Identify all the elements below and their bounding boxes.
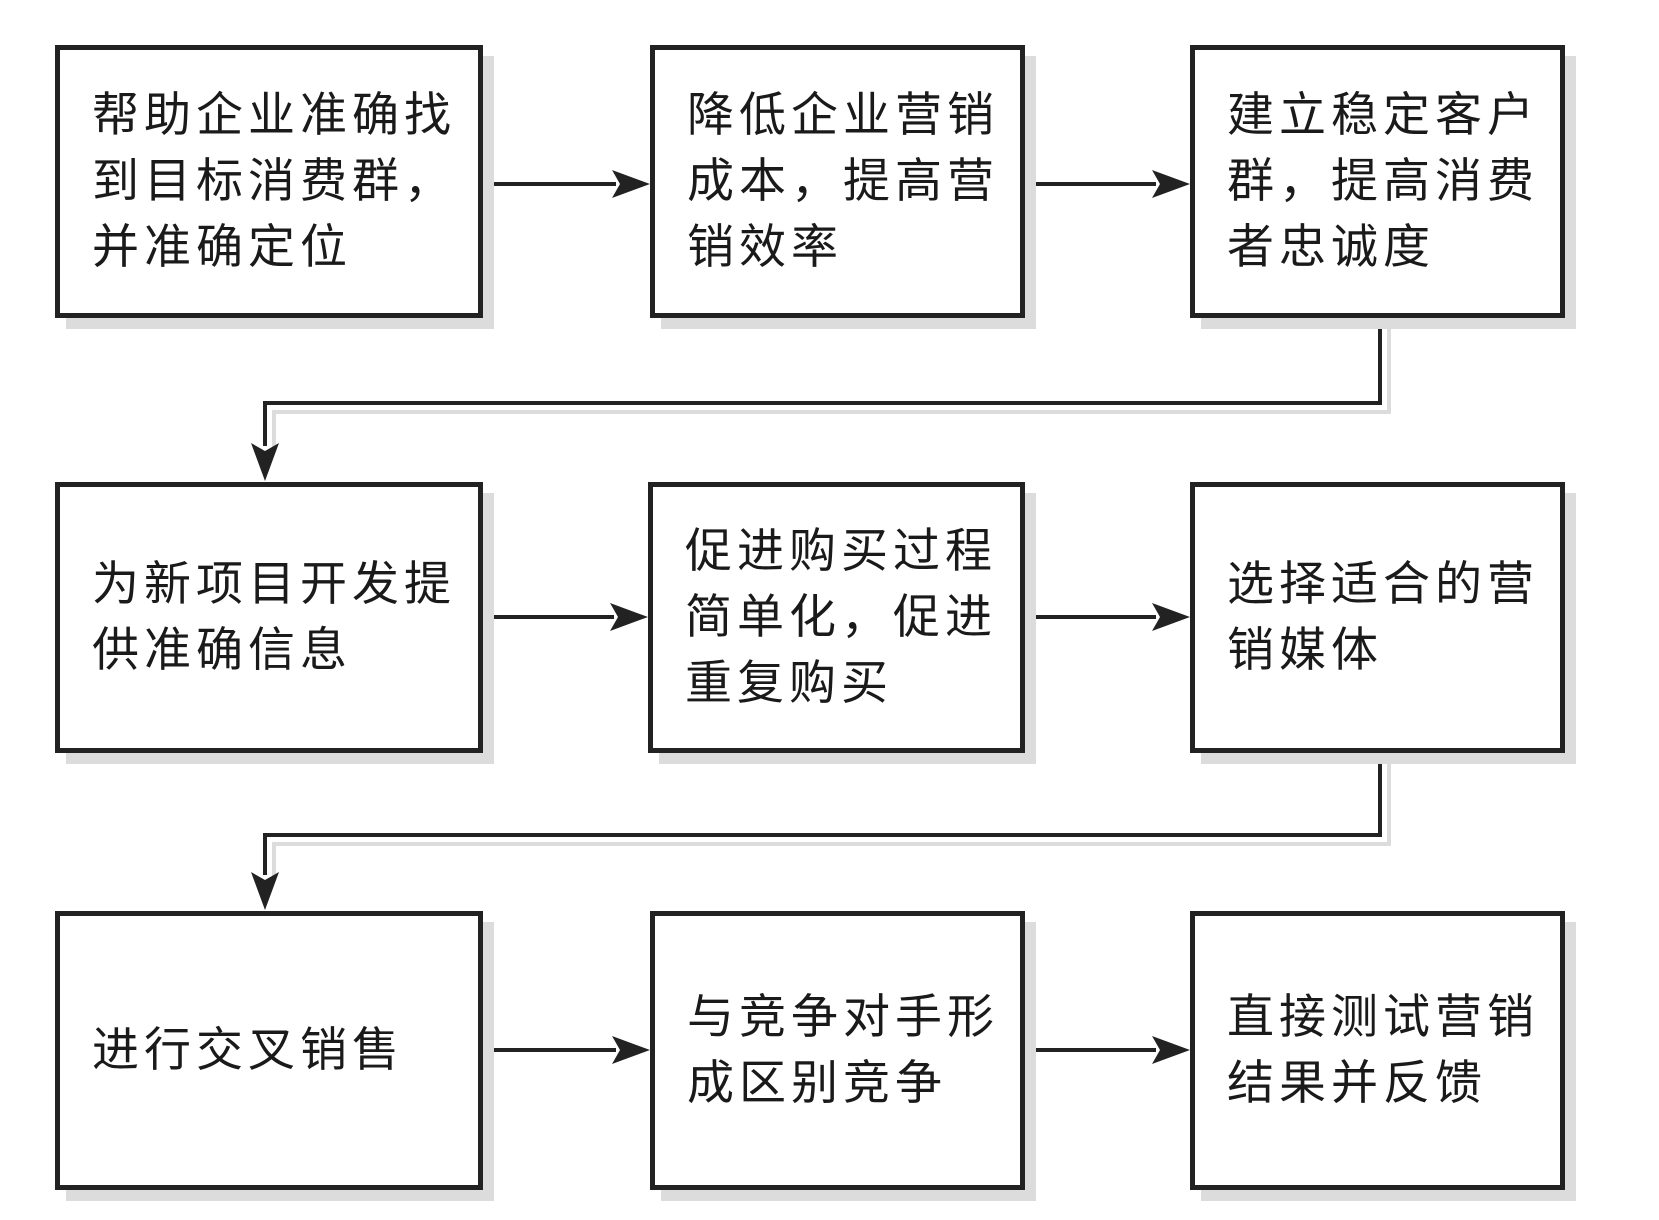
- arrow-5-6: [1025, 603, 1190, 631]
- flow-box-2-label: 降低企业营销 成本，提高营 销效率: [687, 89, 999, 274]
- flow-box-3-label: 建立稳定客户 群，提高消费 者忠诚度: [1227, 89, 1539, 274]
- flow-box-6: 选择适合的营 销媒体: [1190, 482, 1565, 753]
- elbow-arrow-6-7: [251, 753, 1382, 910]
- elbow-arrow-3-4: [251, 318, 1382, 481]
- elbow-6-7-shadow: [272, 762, 1391, 881]
- flow-box-4-label: 为新项目开发提 供准确信息: [92, 558, 456, 677]
- flow-box-5-label: 促进购买过程 简单化，促进 重复购买: [685, 525, 997, 710]
- arrow-8-9: [1025, 1036, 1190, 1064]
- flow-box-8-label: 与竞争对手形 成区别竞争: [687, 991, 999, 1110]
- arrow-1-2: [483, 170, 650, 198]
- flow-box-8: 与竞争对手形 成区别竞争: [650, 911, 1025, 1190]
- arrow-4-5: [483, 603, 648, 631]
- flow-box-2: 降低企业营销 成本，提高营 销效率: [650, 45, 1025, 318]
- flow-box-5: 促进购买过程 简单化，促进 重复购买: [648, 482, 1025, 753]
- elbow-3-4-shadow: [272, 327, 1391, 452]
- flow-box-6-label: 选择适合的营 销媒体: [1227, 558, 1539, 677]
- flow-box-1-label: 帮助企业准确找 到目标消费群， 并准确定位: [92, 89, 456, 274]
- flow-box-4: 为新项目开发提 供准确信息: [55, 482, 483, 753]
- arrow-7-8: [483, 1036, 650, 1064]
- flow-box-9-label: 直接测试营销 结果并反馈: [1227, 991, 1539, 1110]
- arrow-2-3: [1025, 170, 1190, 198]
- flow-box-7: 进行交叉销售: [55, 911, 483, 1190]
- flow-box-7-label: 进行交叉销售: [92, 1024, 404, 1077]
- flow-box-3: 建立稳定客户 群，提高消费 者忠诚度: [1190, 45, 1565, 318]
- flow-box-9: 直接测试营销 结果并反馈: [1190, 911, 1565, 1190]
- flow-box-1: 帮助企业准确找 到目标消费群， 并准确定位: [55, 45, 483, 318]
